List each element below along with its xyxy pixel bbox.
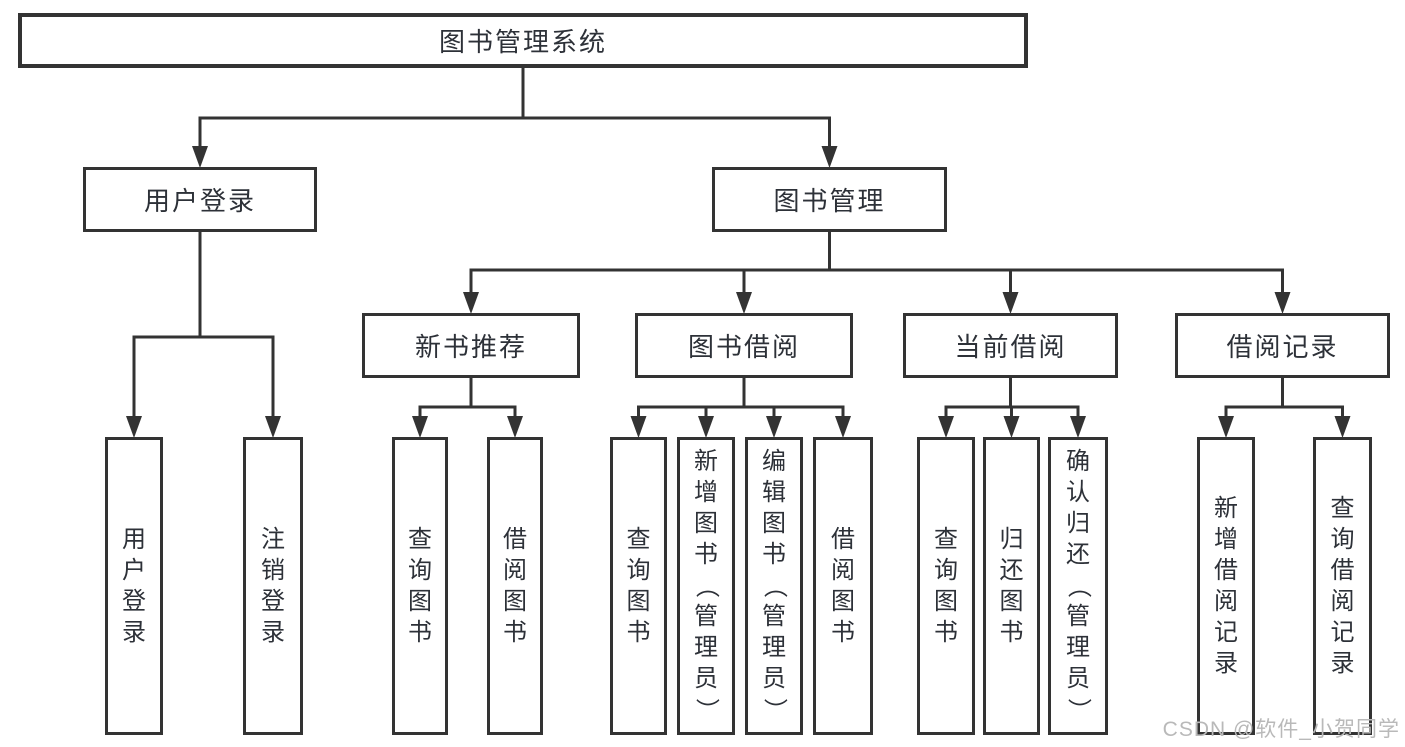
- node-label-leaf-edit-book: 编辑图书（管理员）: [761, 448, 788, 723]
- node-book-borrow: 图书借阅: [635, 313, 853, 378]
- node-label-new-book-recommend: 新书推荐: [414, 332, 527, 362]
- node-current-borrow: 当前借阅: [903, 313, 1118, 378]
- node-label-user-login: 用户登录: [143, 186, 256, 216]
- node-system: 图书管理系统: [18, 13, 1028, 68]
- node-leaf-confirm-return: 确认归还（管理员）: [1048, 437, 1108, 735]
- node-label-leaf-user-login: 用户登录: [122, 525, 146, 646]
- node-book-management: 图书管理: [712, 167, 947, 232]
- node-borrow-records: 借阅记录: [1175, 313, 1390, 378]
- node-label-leaf-query-record: 查询借阅记录: [1330, 494, 1355, 677]
- node-leaf-user-login: 用户登录: [105, 437, 163, 735]
- node-label-leaf-add-record: 新增借阅记录: [1214, 494, 1238, 677]
- node-label-leaf-return-book: 归还图书: [999, 525, 1024, 646]
- node-label-leaf-add-book: 新增图书（管理员）: [693, 448, 720, 723]
- node-label-leaf-query-book-2: 查询图书: [626, 525, 651, 646]
- node-user-login: 用户登录: [83, 167, 317, 232]
- node-label-book-management: 图书管理: [773, 186, 886, 216]
- node-leaf-query-record: 查询借阅记录: [1313, 437, 1372, 735]
- node-leaf-return-book: 归还图书: [983, 437, 1040, 735]
- node-leaf-borrow-book-1: 借阅图书: [487, 437, 543, 735]
- node-label-system: 图书管理系统: [438, 27, 607, 57]
- node-leaf-add-book: 新增图书（管理员）: [677, 437, 735, 735]
- node-label-leaf-confirm-return: 确认归还（管理员）: [1065, 448, 1092, 723]
- node-label-current-borrow: 当前借阅: [954, 332, 1067, 362]
- node-label-book-borrow: 图书借阅: [687, 332, 800, 362]
- node-leaf-query-book-1: 查询图书: [392, 437, 448, 735]
- node-label-leaf-query-book-1: 查询图书: [408, 525, 432, 646]
- node-leaf-edit-book: 编辑图书（管理员）: [745, 437, 803, 735]
- node-label-borrow-records: 借阅记录: [1226, 332, 1339, 362]
- node-label-leaf-query-book-3: 查询图书: [934, 525, 958, 646]
- node-label-leaf-borrow-book-2: 借阅图书: [831, 525, 855, 646]
- node-leaf-add-record: 新增借阅记录: [1197, 437, 1255, 735]
- node-leaf-query-book-2: 查询图书: [610, 437, 667, 735]
- node-leaf-borrow-book-2: 借阅图书: [813, 437, 873, 735]
- node-leaf-logout: 注销登录: [243, 437, 303, 735]
- node-label-leaf-logout: 注销登录: [261, 525, 285, 646]
- node-leaf-query-book-3: 查询图书: [917, 437, 975, 735]
- node-label-leaf-borrow-book-1: 借阅图书: [503, 525, 527, 646]
- node-new-book-recommend: 新书推荐: [362, 313, 580, 378]
